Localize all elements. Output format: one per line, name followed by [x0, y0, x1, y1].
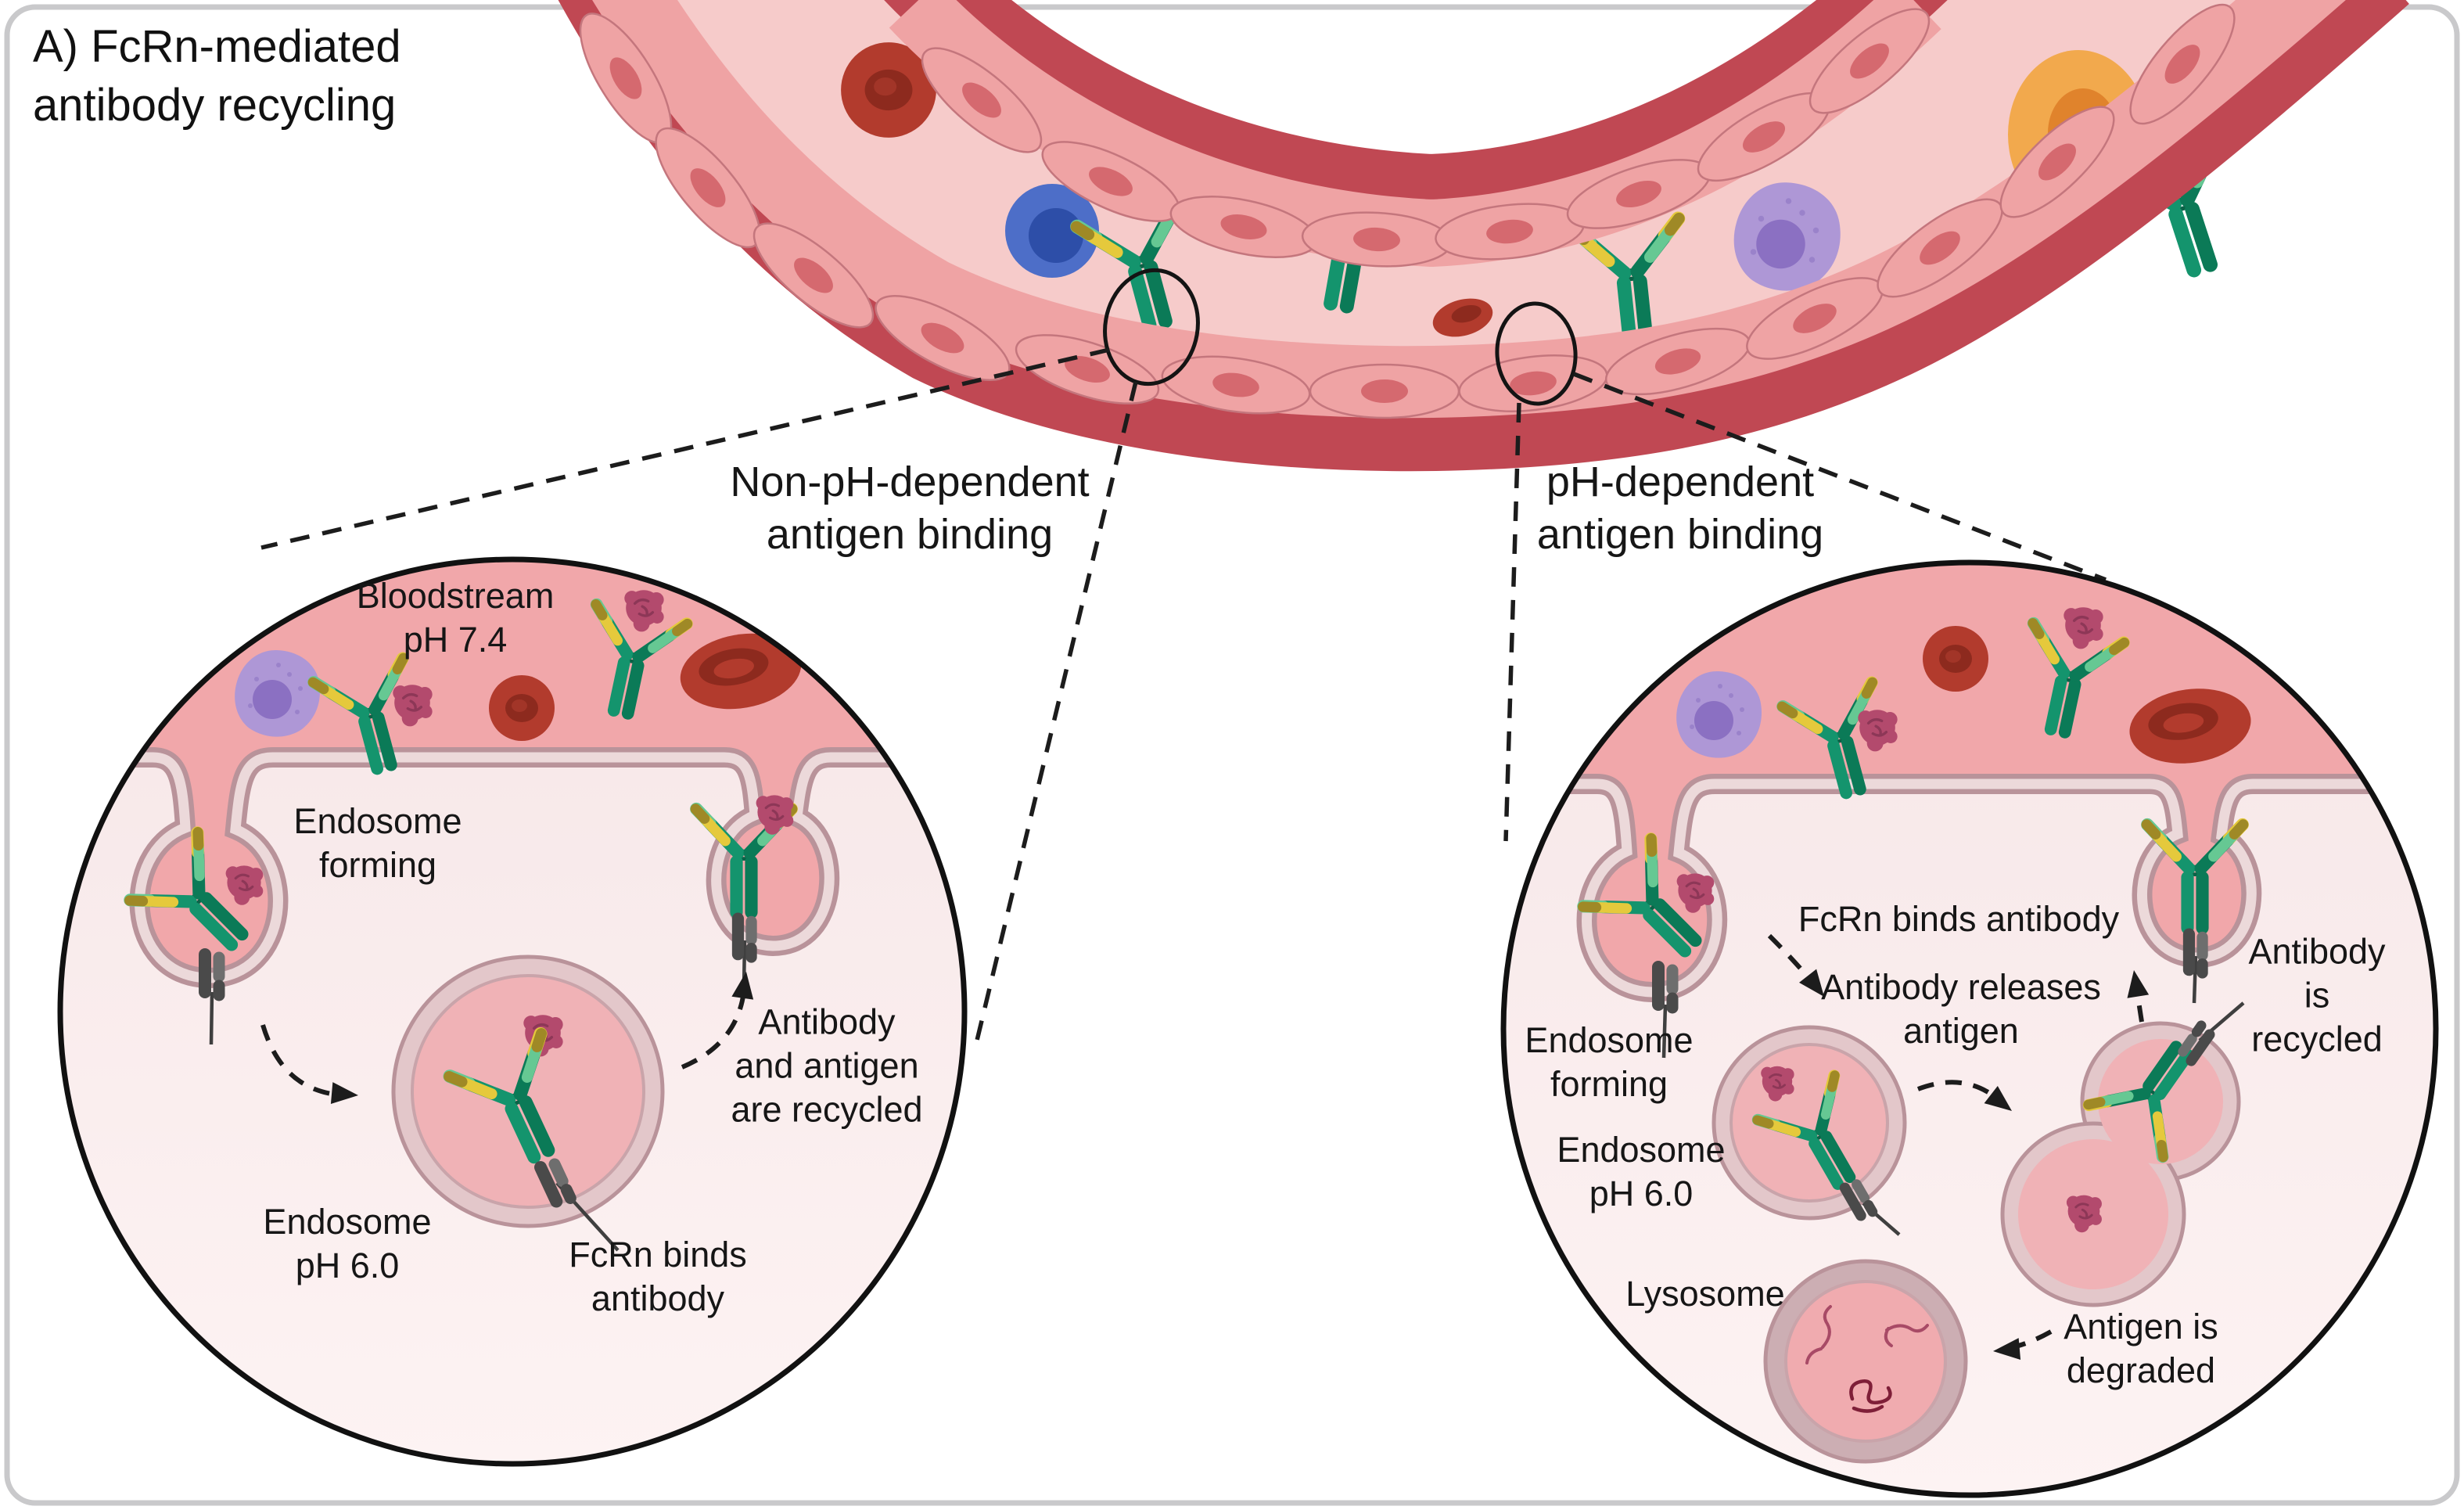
- recycling-exit-pit: [2146, 825, 2243, 1004]
- label-endosome-ph-left: Endosome pH 6.0: [263, 1202, 432, 1285]
- left-view-outline: [57, 556, 968, 1467]
- monocyte-icon: [1676, 671, 1762, 758]
- endosome: [391, 955, 665, 1252]
- red-blood-cell-icon: [489, 675, 555, 741]
- right-view-header: pH-dependent antigen binding: [1536, 458, 1824, 558]
- red-blood-cell-icon: [1923, 626, 1988, 692]
- magnifier-left: [1103, 268, 1200, 386]
- degraded-antigen-icon: [1805, 1305, 1832, 1364]
- endosome-forming-pit: [1583, 839, 1725, 1059]
- left-view-header: Non-pH-dependent antigen binding: [730, 458, 1090, 558]
- degraded-antigen-icon: [1884, 1324, 1929, 1347]
- monocyte-icon: [235, 649, 321, 737]
- label-endosome-ph-right: Endosome pH 6.0: [1557, 1130, 1726, 1213]
- label-antigen-degraded: Antigen is degraded: [2064, 1307, 2218, 1390]
- label-fcrn-binds-left: FcRn binds antibody: [569, 1235, 747, 1318]
- figure-title: A) FcRn-mediated antibody recycling: [33, 21, 401, 131]
- endothelial-cells-bottom: [579, 3, 2236, 419]
- process-arrows: [260, 970, 757, 1106]
- endosome-forming-pit: [130, 832, 271, 1045]
- right-view-outline: [1500, 559, 2439, 1498]
- label-lysosome: Lysosome: [1625, 1274, 1785, 1314]
- label-endosome-forming-right: Endosome forming: [1525, 1020, 1694, 1104]
- connector-dashed-lines: [260, 347, 2107, 1048]
- vessel-wall-top: [884, 0, 1948, 268]
- process-arrows: [1767, 933, 2150, 1362]
- label-antibody-recycled: Antibody is recycled: [2248, 931, 2386, 1059]
- label-fcrn-binds-right: FcRn binds antibody: [1798, 899, 2120, 940]
- cell-membrane: [60, 747, 964, 989]
- monocyte-icon: [1733, 182, 1841, 291]
- blood-vessel: [558, 0, 2409, 472]
- label-antibody-releases: Antibody releases antigen: [1821, 967, 2101, 1051]
- endosome: [1712, 1025, 1907, 1236]
- lysosome: [1763, 1259, 1968, 1464]
- label-endosome-forming-left: Endosome forming: [293, 801, 462, 885]
- magnifier-right: [1495, 301, 1578, 406]
- label-bloodstream-ph: Bloodstream pH 7.4: [356, 576, 555, 660]
- label-recycled-left: Antibody and antigen are recycled: [731, 1001, 923, 1129]
- sorting-vesicle: [2000, 1001, 2245, 1307]
- right-view-ph-dependent: [1500, 559, 2439, 1498]
- endothelial-cells-top: [921, 8, 1931, 268]
- degraded-antigen-icon: [1849, 1379, 1892, 1413]
- vessel-wall-bottom: [558, 0, 2409, 472]
